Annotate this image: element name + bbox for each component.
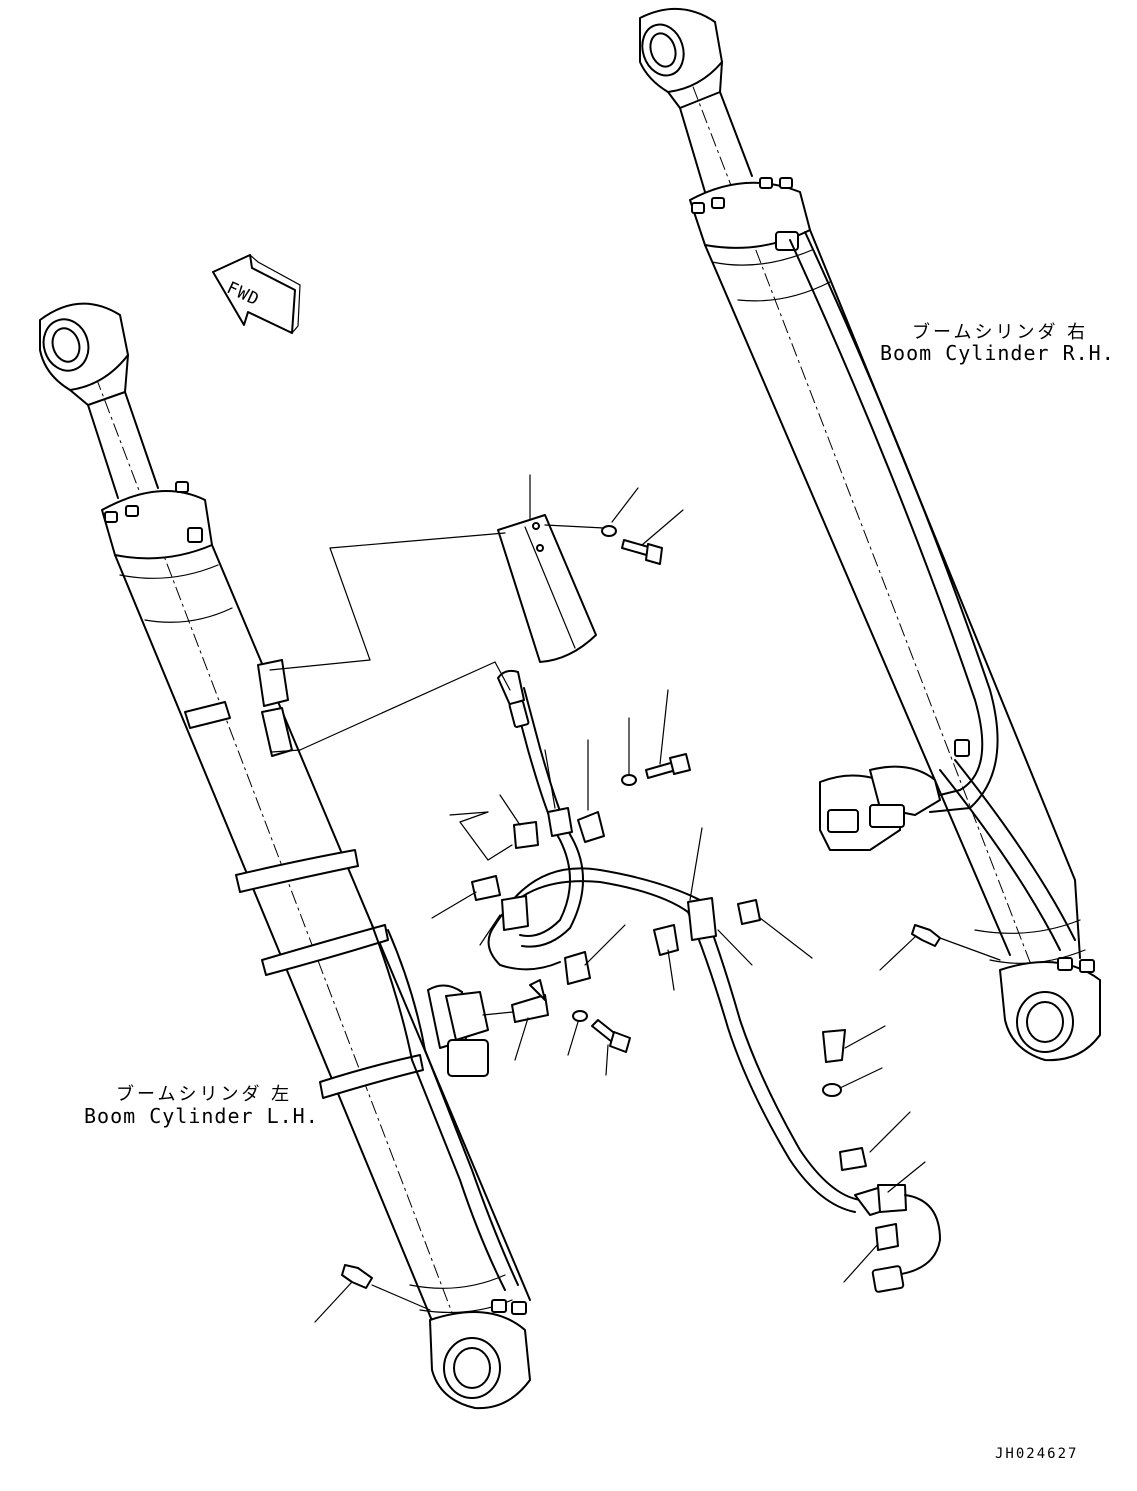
- boom-cylinder-lh-en-label: Boom Cylinder L.H.: [84, 1104, 319, 1128]
- boom-cylinder-lh: [39, 302, 531, 1410]
- drawing-reference-number: JH024627: [995, 1446, 1079, 1462]
- leader-lines: [269, 474, 926, 1323]
- boom-cylinder-rh: [639, 8, 1101, 1062]
- boom-cylinder-lh-jp-label: ブームシリンダ 左: [116, 1084, 293, 1105]
- boom-cylinder-rh-en-label: Boom Cylinder R.H.: [880, 341, 1115, 365]
- boom-cylinder-rh-jp-label: ブームシリンダ 右: [912, 322, 1089, 343]
- fwd-arrow-icon: [212, 254, 301, 334]
- hose-assembly: [471, 514, 941, 1293]
